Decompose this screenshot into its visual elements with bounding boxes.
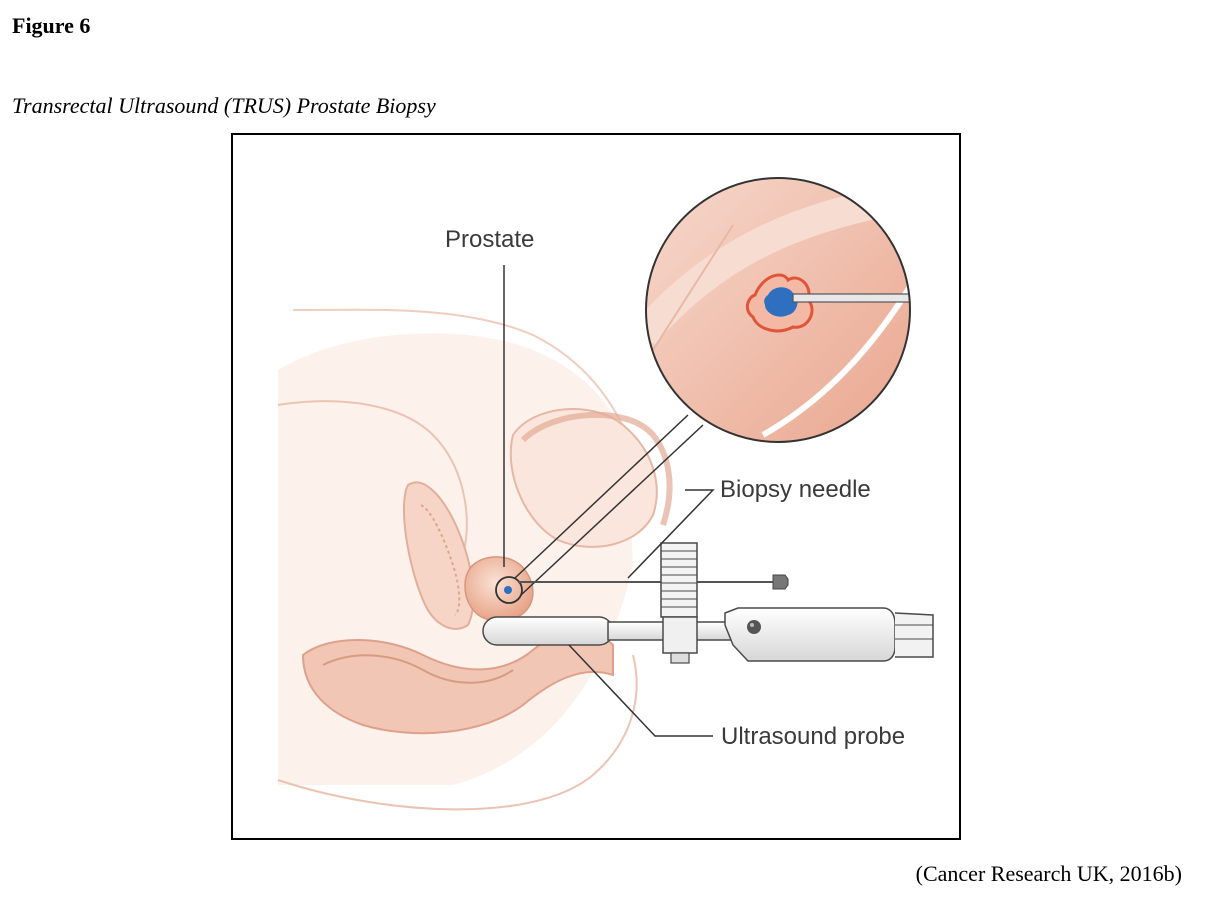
biopsy-needle (518, 574, 789, 590)
figure-illustration: Prostate Biopsy needle Ultrasound probe (231, 133, 961, 840)
trus-biopsy-diagram: Prostate Biopsy needle Ultrasound probe (277, 177, 934, 811)
prostate-label: Prostate (445, 226, 534, 253)
needle-leader-line (627, 489, 715, 579)
tumor-marker (504, 586, 512, 594)
ultrasound-probe-label: Ultrasound probe (721, 723, 905, 750)
biopsy-needle-label: Biopsy needle (720, 476, 871, 503)
zoom-inset (645, 177, 911, 443)
zoom-connector-upper (514, 414, 689, 579)
figure-number: Figure 6 (12, 13, 91, 38)
tumor-core (764, 287, 798, 317)
needle-zoom (792, 293, 910, 303)
biopsy-target-circle (495, 576, 523, 604)
zoom-connector-lower (520, 424, 704, 596)
prostate-gland (464, 556, 534, 622)
ultrasound-probe (482, 542, 934, 664)
probe-leader-line (568, 644, 713, 737)
pelvic-anatomy (277, 308, 673, 811)
figure-title: Transrectal Ultrasound (TRUS) Prostate B… (12, 93, 436, 118)
figure-citation: (Cancer Research UK, 2016b) (915, 861, 1182, 886)
